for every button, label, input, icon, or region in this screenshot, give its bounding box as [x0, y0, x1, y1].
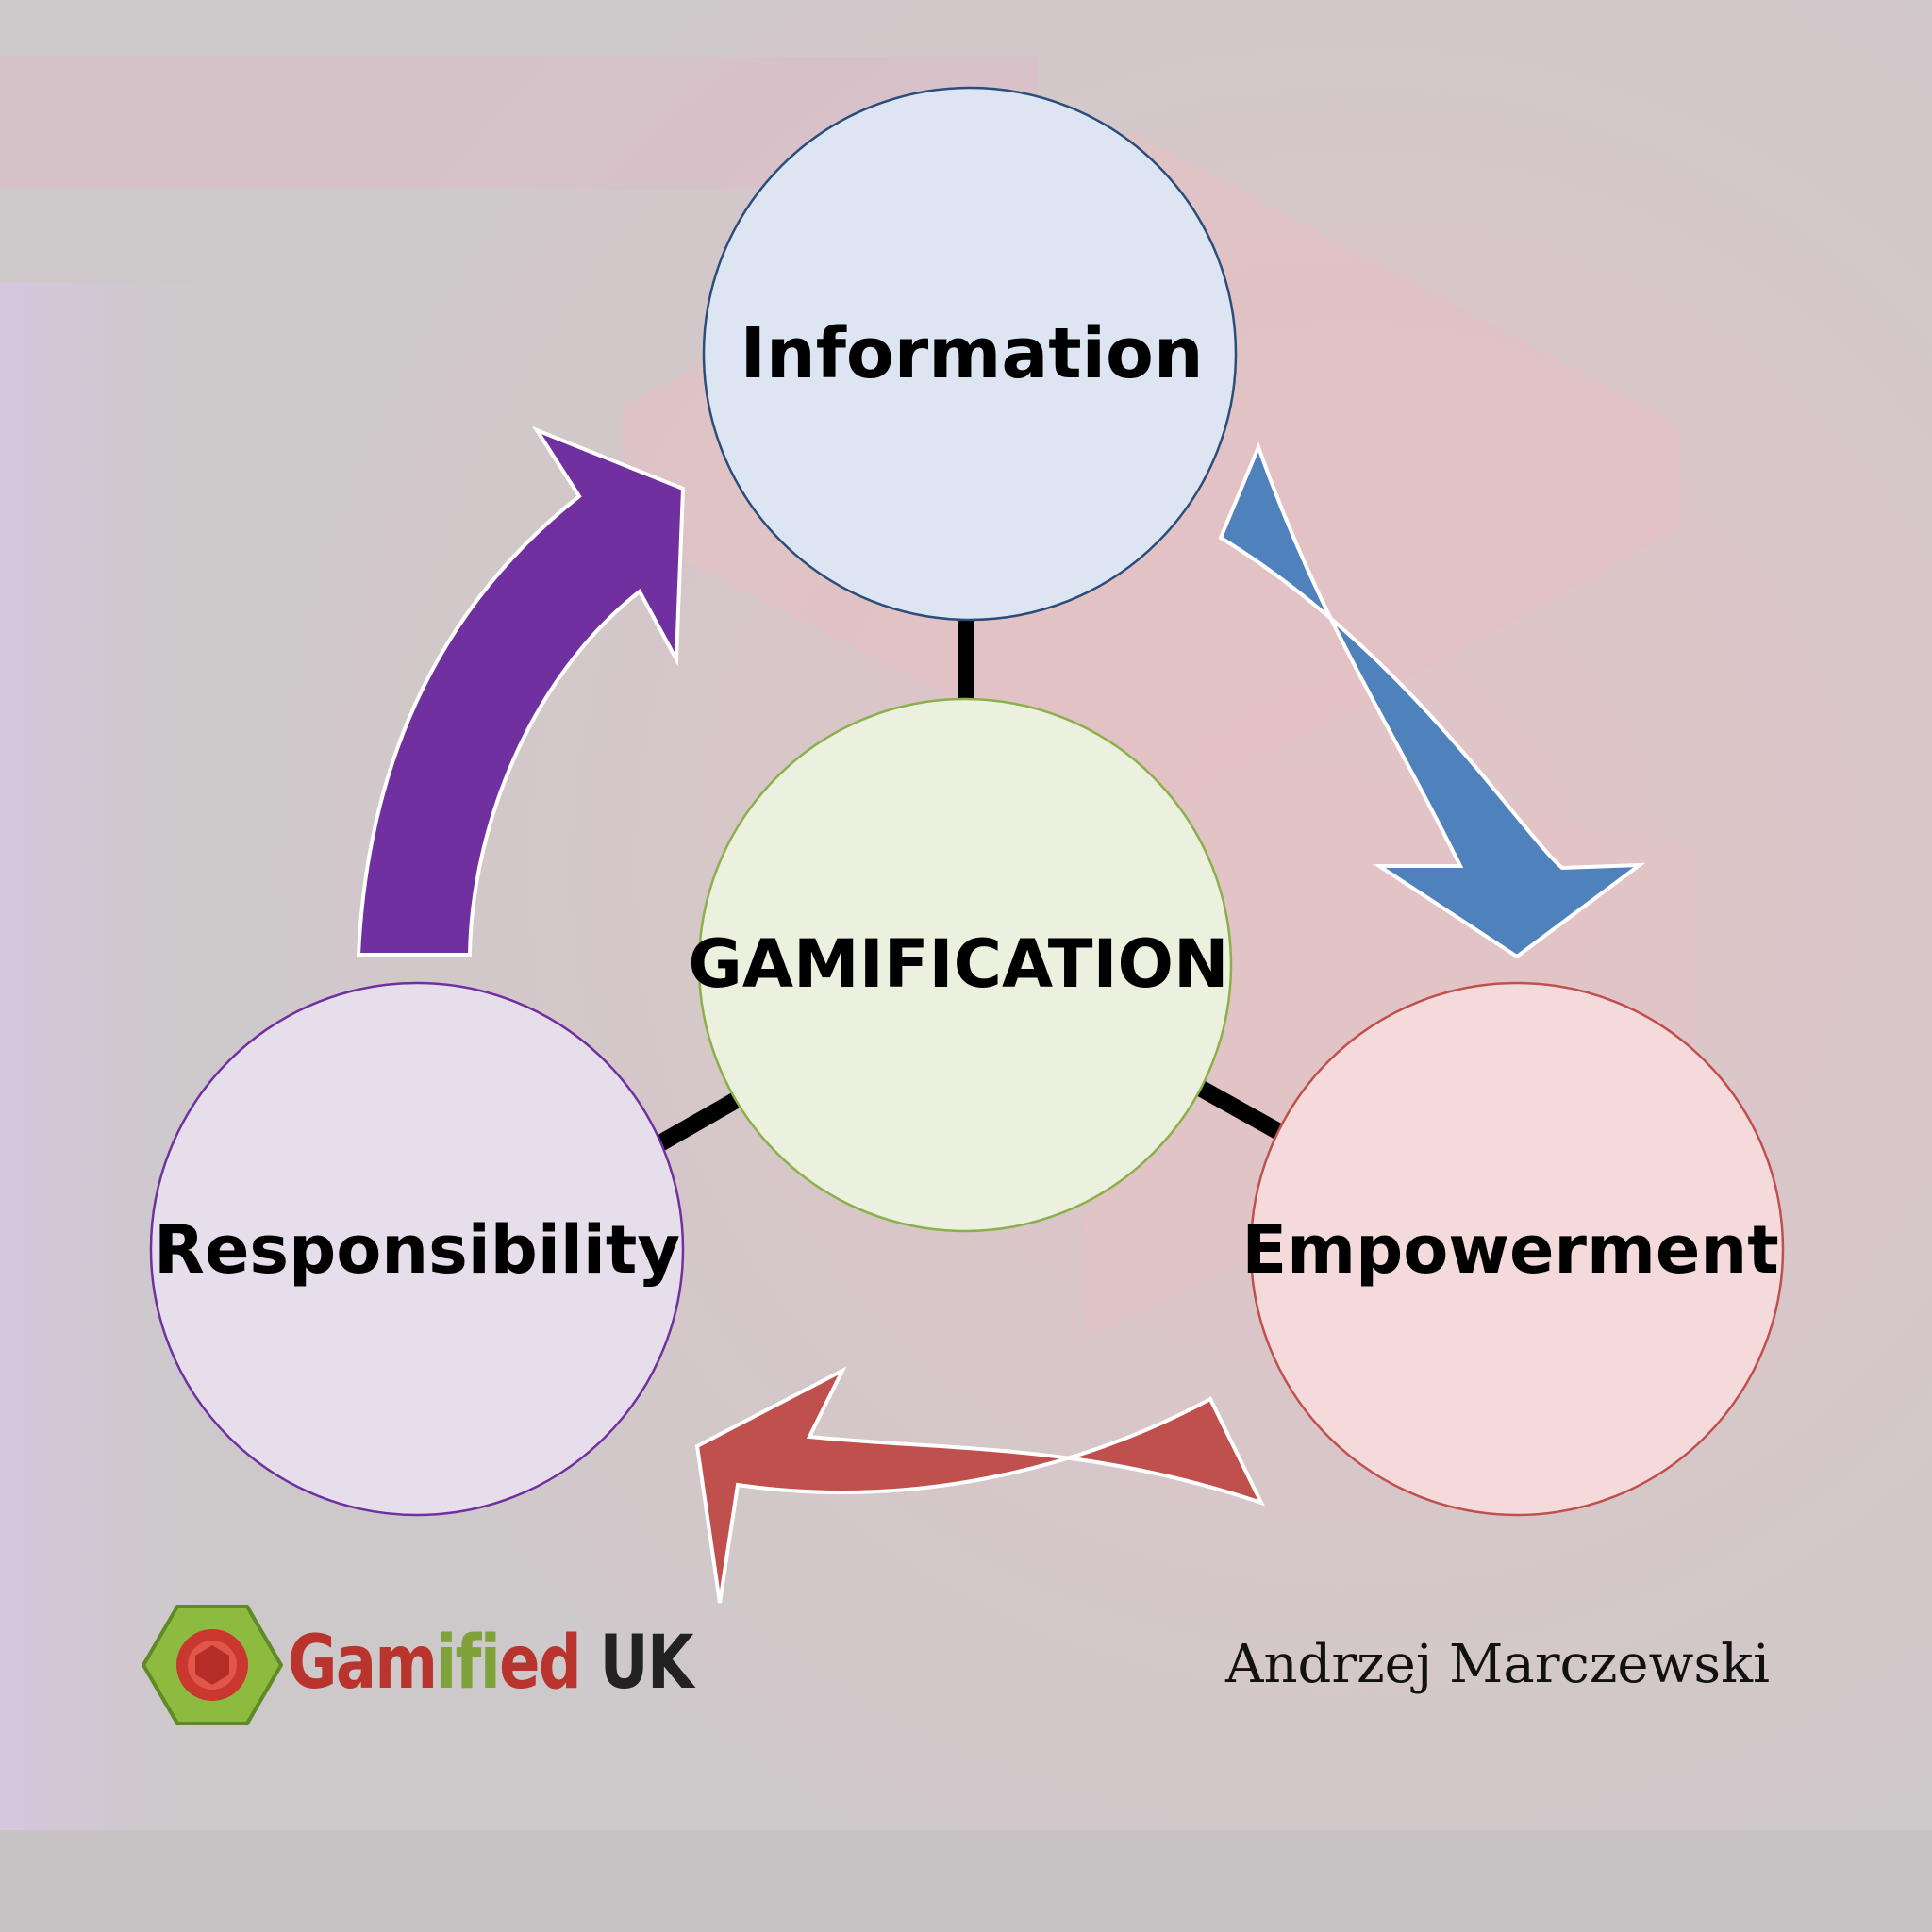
background-floor: [0, 1830, 1932, 1932]
node-responsibility: [149, 981, 685, 1517]
connector-right: [1193, 1079, 1284, 1140]
node-gamification: [697, 697, 1233, 1233]
brand-name-part: Gam: [288, 1621, 438, 1706]
arrow-empowerment-to-responsibility: [694, 1366, 1265, 1604]
node-information: [702, 86, 1238, 622]
node-empowerment-label: Empowerment: [1241, 1211, 1779, 1289]
node-empowerment: [1249, 981, 1785, 1517]
author-credit: Andrzej Marczewski: [1225, 1634, 1770, 1695]
arrow-information-to-empowerment: [1218, 441, 1646, 959]
connector-left: [654, 1091, 742, 1152]
connectors: [654, 613, 1284, 1152]
node-information-label: Information: [740, 313, 1204, 394]
hexagon-logo-icon: [142, 1605, 283, 1725]
brand-name-part: UK: [580, 1621, 694, 1706]
node-responsibility-label: Responsibility: [154, 1211, 680, 1289]
brand-name-part: ed: [499, 1621, 582, 1706]
brand-name-part: ifi: [436, 1621, 500, 1706]
brand-logo: Gamified UK: [142, 1604, 708, 1726]
node-gamification-label: GAMIFICATION: [688, 925, 1229, 1003]
arrow-responsibility-to-information: [356, 425, 686, 957]
brand-name: Gamified UK: [288, 1621, 694, 1706]
